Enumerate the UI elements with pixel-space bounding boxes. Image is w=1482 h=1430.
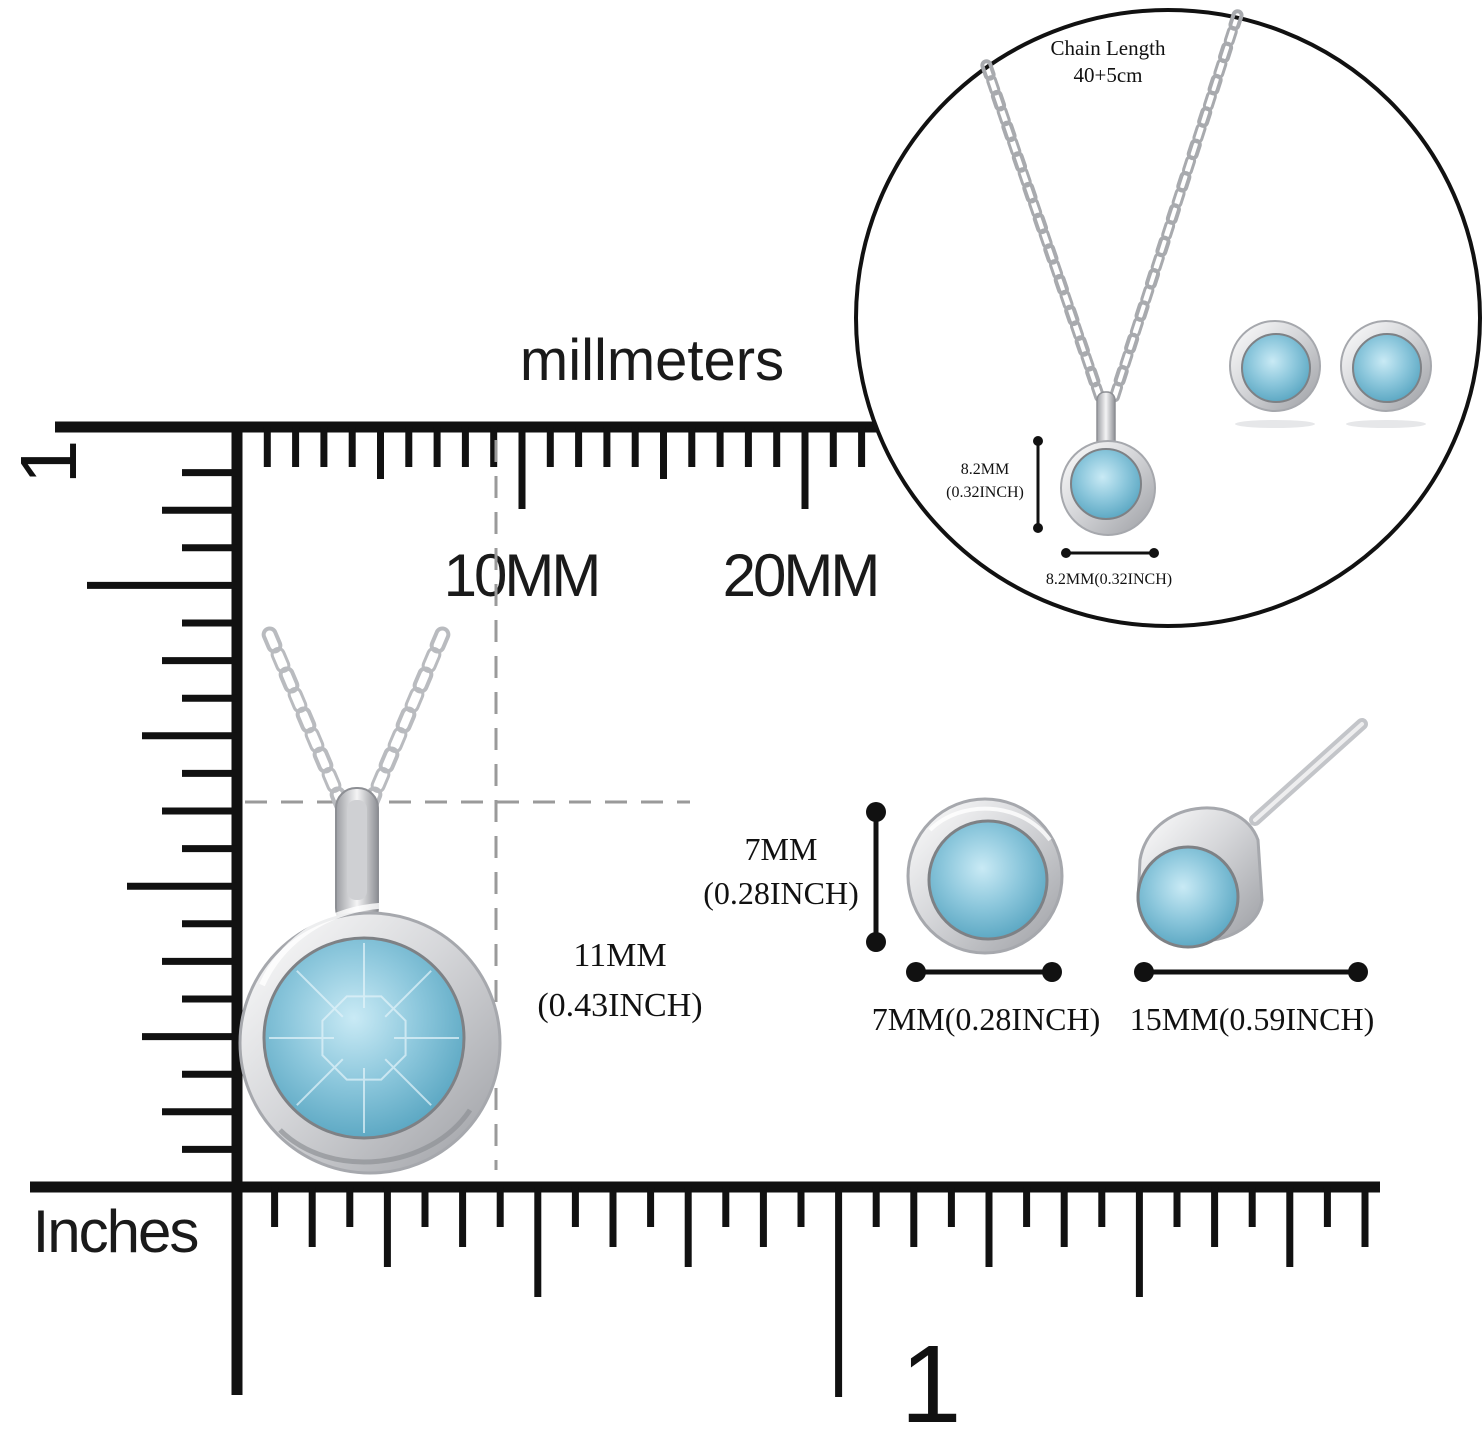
inch-ticks-left (87, 469, 237, 1153)
inset-panel (854, 8, 1482, 628)
chain-link (404, 686, 425, 714)
pendant-size-inch: (0.43INCH) (537, 987, 702, 1024)
inset-chain-title: Chain Length (1051, 36, 1166, 60)
chain-link (1074, 335, 1090, 357)
mm-mark-10-label: 10MM (444, 542, 599, 609)
inset-chain-value: 40+5cm (1074, 63, 1143, 87)
inch-ruler-title: Inches (33, 1198, 198, 1265)
inch-left-number: 1 (4, 440, 93, 485)
pendant-chain (261, 626, 451, 814)
chain-link (295, 706, 317, 734)
inset-circle (854, 8, 1482, 628)
chain-link (421, 646, 442, 674)
pendant-size-mm: 11MM (573, 937, 666, 974)
chain-link (1064, 304, 1080, 327)
inset-pendant-height-inch: (0.32INCH) (946, 484, 1024, 501)
chain-link (321, 766, 342, 794)
chain-link (1085, 365, 1101, 388)
chain-link (429, 626, 451, 654)
chain-link (1022, 181, 1038, 204)
earring-front-height-mm: 7MM (745, 831, 818, 867)
pendant-image (238, 787, 502, 1175)
earring-front-width-bracket (906, 962, 1062, 982)
chain-link (304, 726, 325, 754)
mm-ticks (263, 427, 866, 509)
chain-link (278, 666, 300, 694)
earring-front-image (906, 797, 1064, 955)
mm-mark-20-label: 20MM (723, 542, 878, 609)
mm-ruler-title: millmeters (520, 328, 784, 393)
inch-ticks-bottom (271, 1187, 1369, 1397)
pendant-size-label: 11MM (0.43INCH) (537, 937, 702, 1024)
inset-pendant-width: 8.2MM(0.32INCH) (1046, 571, 1172, 588)
earring-side-image (1136, 718, 1368, 949)
earring-front-height-bracket (866, 802, 886, 952)
chain-link (378, 746, 400, 774)
inch-bottom-number: 1 (900, 1323, 961, 1430)
chain-link (412, 666, 434, 694)
chain-link (261, 626, 283, 654)
chain-link (980, 59, 996, 81)
inset-chain (980, 9, 1244, 403)
inset-pendant-height-mm: 8.2MM (961, 461, 1009, 478)
chain-link (287, 686, 308, 714)
chain-link (1053, 273, 1069, 296)
earring-side-length-label: 15MM(0.59INCH) (1130, 1001, 1374, 1037)
earring-side-length-bracket (1134, 962, 1368, 982)
chain-link (1011, 151, 1028, 173)
chain-link (1032, 212, 1048, 235)
chain-link (990, 89, 1007, 112)
ruler-frame (30, 421, 1380, 1397)
chain-link (1001, 120, 1017, 143)
gem-table (321, 995, 407, 1081)
chain-link (387, 726, 408, 754)
chain-link (270, 646, 291, 674)
chain-link (370, 766, 391, 794)
chain-link (1043, 243, 1059, 265)
chain-link (312, 746, 334, 774)
earring-front-height-inch: (0.28INCH) (703, 875, 859, 911)
earring-front-width-label: 7MM(0.28INCH) (872, 1001, 1100, 1037)
chain-link (395, 706, 417, 734)
